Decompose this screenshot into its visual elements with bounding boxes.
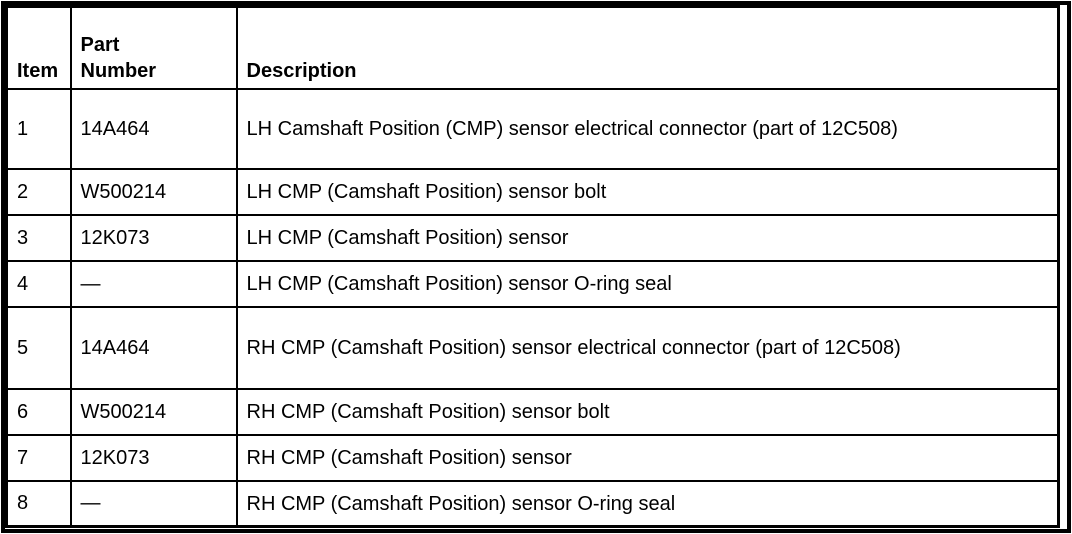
cell-item: 8 bbox=[5, 479, 72, 528]
cell-description: RH CMP (Camshaft Position) sensor bbox=[235, 433, 1060, 482]
cell-description: RH CMP (Camshaft Position) sensor bolt bbox=[235, 387, 1060, 436]
column-header-item: Item bbox=[5, 5, 72, 90]
cell-description-text: RH CMP (Camshaft Position) sensor O-ring… bbox=[246, 492, 676, 515]
cell-description-text: RH CMP (Camshaft Position) sensor electr… bbox=[246, 336, 901, 359]
cell-item: 3 bbox=[5, 213, 72, 262]
cell-description: LH Camshaft Position (CMP) sensor electr… bbox=[235, 87, 1060, 170]
column-header-part-number-label: Part Number bbox=[80, 33, 157, 82]
cell-description-text: RH CMP (Camshaft Position) sensor bolt bbox=[246, 400, 610, 423]
cell-part-number: 14A464 bbox=[69, 305, 238, 390]
table-row: 2 W500214 LH CMP (Camshaft Position) sen… bbox=[5, 167, 1060, 216]
table-row: 5 14A464 RH CMP (Camshaft Position) sens… bbox=[5, 305, 1060, 390]
cell-description-text: LH CMP (Camshaft Position) sensor bolt bbox=[246, 180, 607, 203]
cell-part-number: W500214 bbox=[69, 167, 238, 216]
cell-part-number: — bbox=[69, 259, 238, 308]
table-row: 7 12K073 RH CMP (Camshaft Position) sens… bbox=[5, 433, 1060, 482]
cell-description: RH CMP (Camshaft Position) sensor electr… bbox=[235, 305, 1060, 390]
cell-item: 5 bbox=[5, 305, 72, 390]
cell-part-number: 12K073 bbox=[69, 433, 238, 482]
table-header: Item Part Number Description bbox=[5, 5, 1060, 90]
cell-description: LH CMP (Camshaft Position) sensor O-ring… bbox=[235, 259, 1060, 308]
cell-description-text: LH CMP (Camshaft Position) sensor bbox=[246, 226, 569, 249]
cell-item: 1 bbox=[5, 87, 72, 170]
column-header-part-number: Part Number bbox=[69, 5, 238, 90]
table-row: 6 W500214 RH CMP (Camshaft Position) sen… bbox=[5, 387, 1060, 436]
cell-part-number: — bbox=[69, 479, 238, 528]
header-row: Item Part Number Description bbox=[5, 5, 1060, 90]
table-body: 1 14A464 LH Camshaft Position (CMP) sens… bbox=[5, 87, 1060, 528]
cell-description: LH CMP (Camshaft Position) sensor bolt bbox=[235, 167, 1060, 216]
cell-description-text: RH CMP (Camshaft Position) sensor bbox=[246, 446, 572, 469]
cell-description-text: LH CMP (Camshaft Position) sensor O-ring… bbox=[246, 272, 672, 295]
cell-item: 4 bbox=[5, 259, 72, 308]
table-row: 4 — LH CMP (Camshaft Position) sensor O-… bbox=[5, 259, 1060, 308]
column-header-item-label: Item bbox=[17, 59, 59, 82]
table-row: 3 12K073 LH CMP (Camshaft Position) sens… bbox=[5, 213, 1060, 262]
cell-part-number: W500214 bbox=[69, 387, 238, 436]
column-header-description: Description bbox=[235, 5, 1060, 90]
cell-item: 2 bbox=[5, 167, 72, 216]
cell-part-number: 12K073 bbox=[69, 213, 238, 262]
cell-description: LH CMP (Camshaft Position) sensor bbox=[235, 213, 1060, 262]
cell-item: 6 bbox=[5, 387, 72, 436]
cell-description-text: LH Camshaft Position (CMP) sensor electr… bbox=[246, 117, 898, 140]
table-row: 1 14A464 LH Camshaft Position (CMP) sens… bbox=[5, 87, 1060, 170]
table-row: 8 — RH CMP (Camshaft Position) sensor O-… bbox=[5, 479, 1060, 528]
cell-part-number: 14A464 bbox=[69, 87, 238, 170]
parts-table: Item Part Number Description 1 14A464 LH… bbox=[5, 5, 1060, 528]
column-header-description-label: Description bbox=[246, 59, 357, 82]
cell-description: RH CMP (Camshaft Position) sensor O-ring… bbox=[235, 479, 1060, 528]
cell-item: 7 bbox=[5, 433, 72, 482]
